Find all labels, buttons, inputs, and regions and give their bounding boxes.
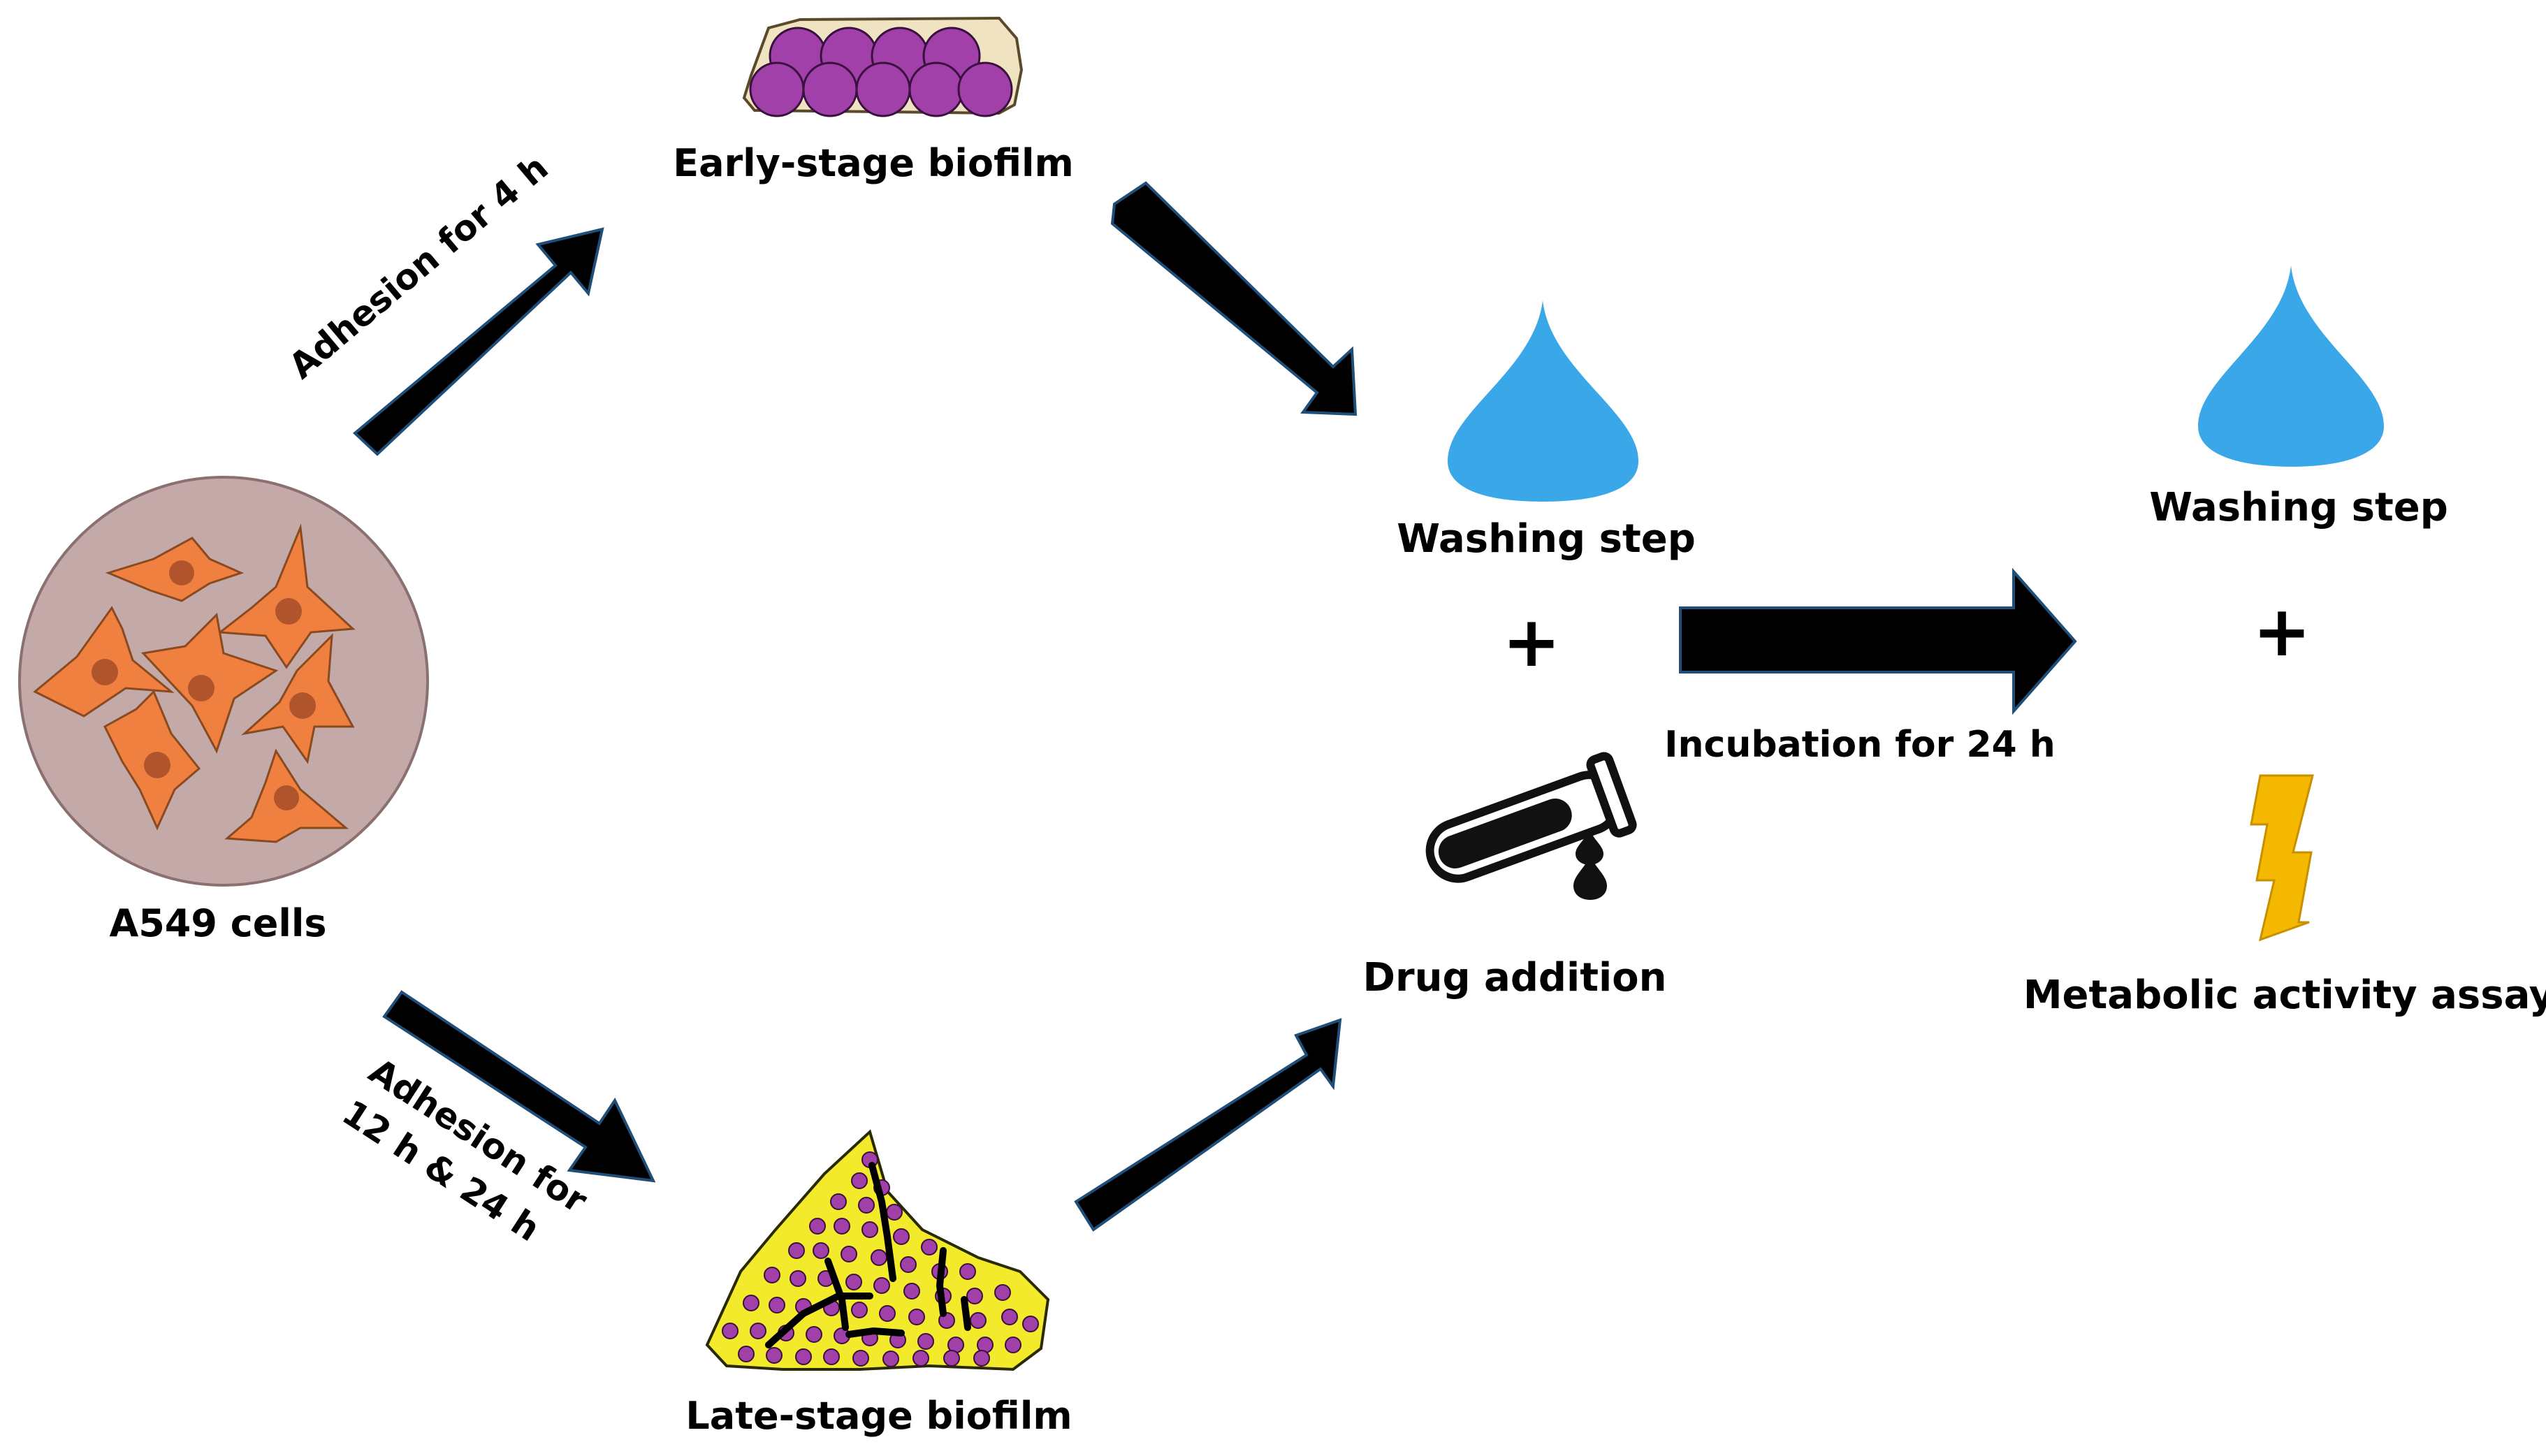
plus-sign-2: +: [2253, 590, 2311, 672]
test-tube-icon: [1425, 752, 1637, 900]
cell-icon: [217, 523, 356, 669]
arrow-to-early-biofilm: [352, 227, 604, 456]
plus-sign-1: +: [1502, 601, 1561, 683]
biofilm-hyphae: [765, 1162, 971, 1348]
early-biofilm-label: Early-stage biofilm: [673, 141, 1074, 185]
late-biofilm-icon: [705, 1129, 1050, 1371]
cell-icon: [105, 537, 245, 602]
water-drop-icon: [1448, 300, 1638, 502]
a549-label: A549 cells: [109, 901, 326, 945]
washing-step-1-label: Washing step: [1397, 516, 1696, 562]
arrow-late-to-drug: [1074, 1018, 1342, 1232]
arrow-incubation: [1679, 567, 2077, 715]
arrow-to-late-biofilm: [382, 990, 656, 1183]
cell-icon: [103, 690, 201, 831]
drug-addition-label: Drug addition: [1362, 955, 1666, 1000]
early-biofilm-icon: [742, 16, 1024, 117]
incubation-label: Incubation for 24 h: [1664, 724, 2056, 766]
adhesion-early-label: Adhesion for 4 h: [282, 147, 556, 387]
arrow-early-to-washing: [1110, 181, 1358, 416]
cell-icon: [241, 633, 355, 764]
water-drop-icon: [2198, 265, 2384, 467]
cell-dish-icon: [18, 476, 429, 887]
washing-step-2-label: Washing step: [2149, 485, 2448, 530]
cell-icon: [224, 748, 349, 843]
cell-icon: [33, 606, 175, 718]
biofilm-cells: [722, 1151, 1039, 1367]
metabolic-assay-label: Metabolic activity assay: [2023, 973, 2546, 1018]
late-biofilm-label: Late-stage biofilm: [685, 1394, 1072, 1438]
cell-icon: [140, 612, 279, 754]
lightning-icon: [2250, 774, 2314, 942]
